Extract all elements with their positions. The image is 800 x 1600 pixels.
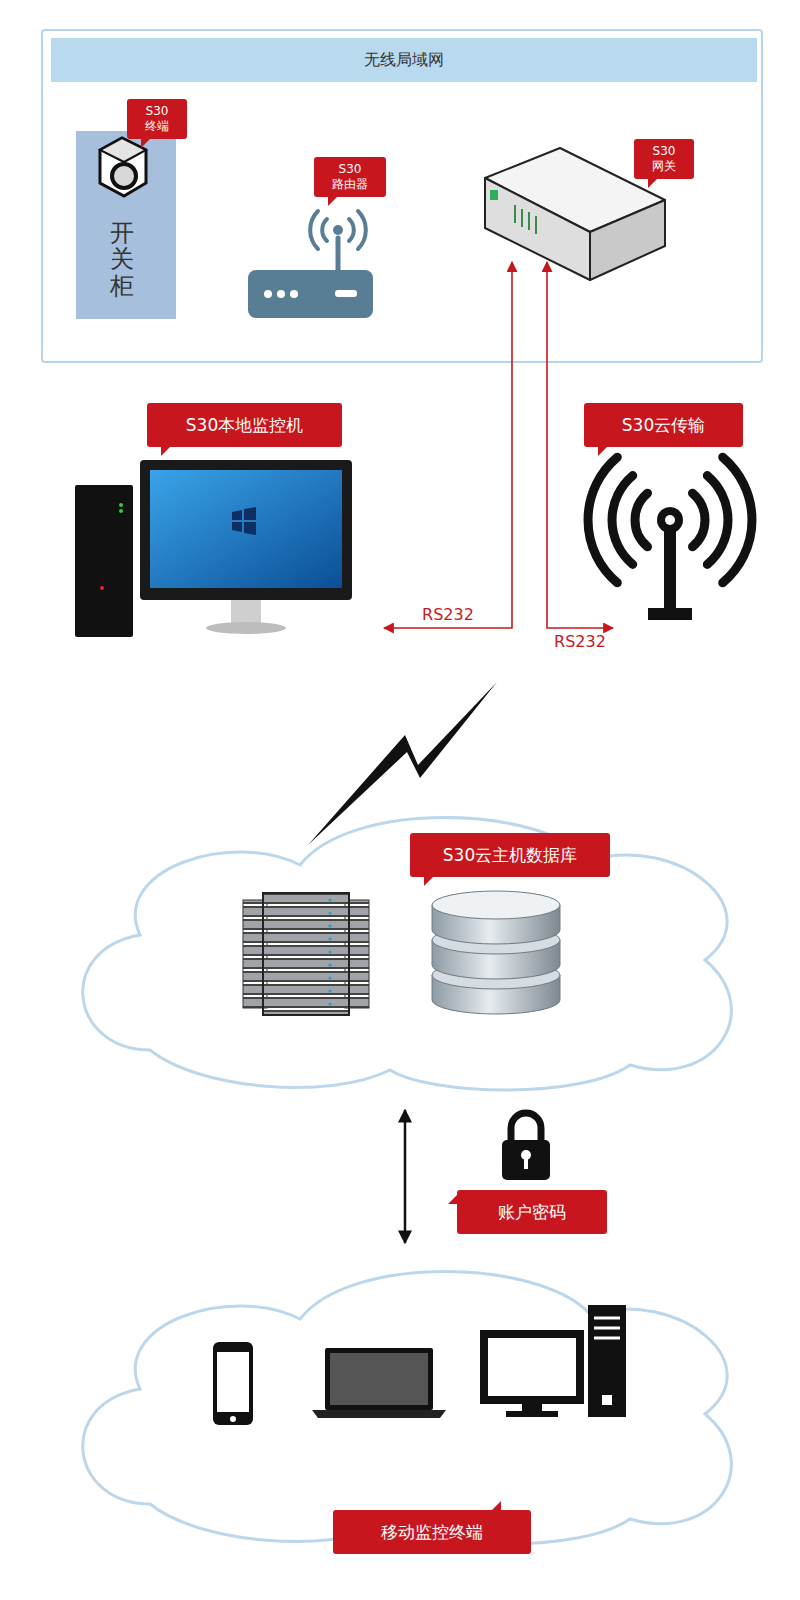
desktop-icon <box>484 1305 626 1417</box>
callout-label: S30 终端 <box>127 99 187 139</box>
callout-label: S30 路由器 <box>314 157 386 197</box>
connector-arrow <box>384 262 512 628</box>
callout-label: S30云传输 <box>584 403 743 447</box>
connector-arrow <box>404 1110 407 1243</box>
signal-label: RS232 <box>420 606 476 624</box>
antenna-icon <box>588 457 752 620</box>
cloud-outline <box>83 1272 732 1545</box>
gateway-icon <box>485 148 665 280</box>
database-cylinder <box>432 891 560 1014</box>
callout-label: S30云主机数据库 <box>410 833 610 877</box>
signal-label: RS232 <box>552 633 608 651</box>
callout-label: S30 网关 <box>634 139 694 179</box>
terminal-icon <box>100 138 146 196</box>
lock-symbol <box>502 1113 550 1180</box>
callout-label: S30本地监控机 <box>147 403 342 447</box>
cloud-outline <box>83 818 732 1091</box>
connector-arrow <box>547 262 613 628</box>
password-callout: 账户密码 <box>457 1190 607 1234</box>
region-title: 无线局域网 <box>51 38 757 82</box>
cabinet-label: 开关柜 <box>110 220 134 299</box>
phone-icon <box>213 1342 253 1425</box>
laptop-icon <box>312 1348 446 1418</box>
callout-label: 账户密码 <box>498 1202 566 1222</box>
pc-icon <box>75 460 352 637</box>
server-rack <box>243 893 369 1015</box>
callout-label: 移动监控终端 <box>333 1510 531 1554</box>
router-icon <box>248 211 373 318</box>
